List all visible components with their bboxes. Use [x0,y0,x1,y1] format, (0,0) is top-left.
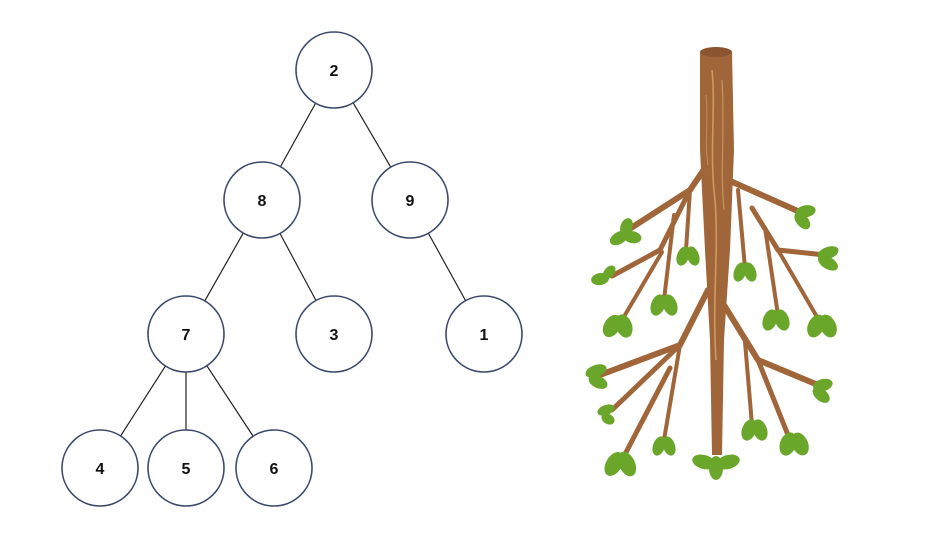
tree-trunk [700,47,734,455]
